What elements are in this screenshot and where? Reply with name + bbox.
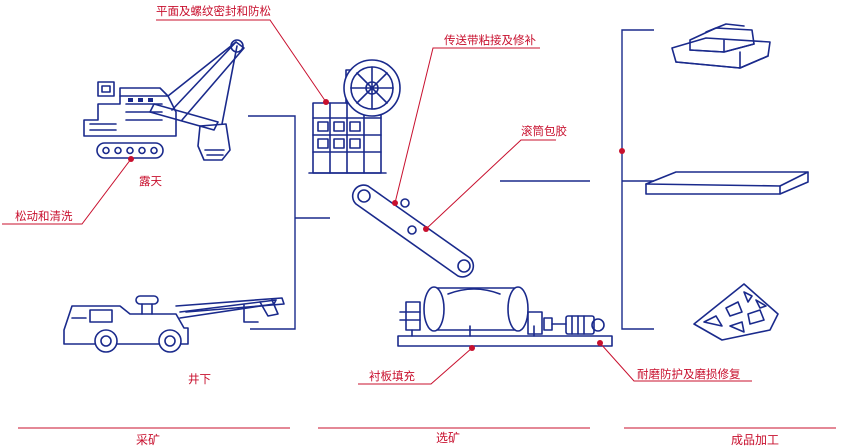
callout-lines — [2, 19, 752, 385]
section-processing: 成品加工 — [731, 433, 779, 447]
callout-line-roller-lagging — [425, 139, 556, 230]
labels: 平面及螺纹密封和防松 传送带粘接及修补 滚筒包胶 露天 松动和清洗 井下 衬板填… — [15, 4, 741, 386]
label-roller-lagging: 滚筒包胶 — [521, 124, 567, 138]
processing-node-dot — [619, 148, 625, 154]
callout-dot-liner-fill — [469, 345, 475, 351]
section-beneficiation: 选矿 — [436, 431, 460, 445]
underground-drill-rig-icon — [63, 295, 285, 353]
label-liner-fill: 衬板填充 — [369, 369, 415, 383]
callout-dot-loosening — [128, 156, 134, 162]
ingot-stack-icon — [671, 23, 771, 69]
label-belt-repair: 传送带粘接及修补 — [444, 33, 536, 47]
electric-shovel-icon — [83, 39, 245, 161]
label-underground: 井下 — [188, 372, 211, 386]
callout-line-plane-seal — [156, 19, 327, 103]
jaw-crusher-icon — [308, 59, 401, 174]
label-loosening-cleaning: 松动和清洗 — [15, 209, 73, 223]
label-wear-repair: 耐磨防护及磨损修复 — [637, 367, 741, 381]
callout-dot-belt-repair — [392, 200, 398, 206]
belt-conveyor-icon — [351, 184, 475, 278]
callout-line-belt-repair — [394, 47, 540, 204]
mining-merge-line — [248, 115, 296, 330]
ball-mill-icon — [397, 286, 613, 347]
label-open-pit: 露天 — [139, 174, 162, 188]
callout-line-liner-fill — [358, 347, 473, 385]
metal-plate-icon — [645, 171, 809, 195]
callout-dot-roller-lagging — [423, 226, 429, 232]
section-footer: 采矿 选矿 成品加工 — [18, 427, 836, 447]
callout-line-wear-repair — [599, 342, 752, 382]
ore-rock-icon — [693, 283, 779, 341]
callout-dot-plane-seal — [323, 99, 329, 105]
processing-branch-line — [621, 29, 654, 330]
section-mining: 采矿 — [136, 433, 160, 447]
flow-lines — [248, 29, 654, 330]
callout-dot-wear-repair — [597, 340, 603, 346]
label-plane-seal: 平面及螺纹密封和防松 — [156, 4, 271, 18]
callout-line-loosening — [2, 158, 132, 225]
